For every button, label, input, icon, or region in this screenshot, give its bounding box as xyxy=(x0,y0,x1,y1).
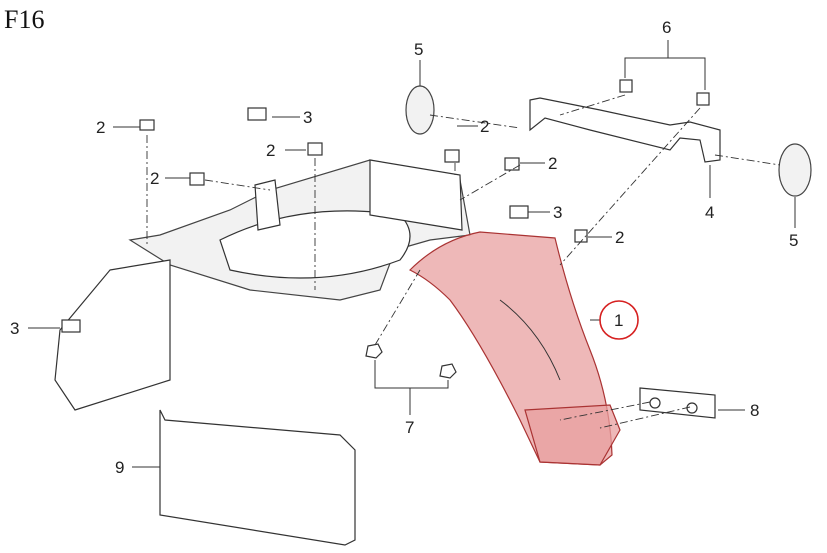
callout-8[interactable]: 8 xyxy=(750,401,759,420)
callout-1[interactable]: 1 xyxy=(614,311,623,330)
cap-part-5-left[interactable] xyxy=(405,85,435,135)
leader-lines xyxy=(28,40,796,468)
rear-fender-part-1[interactable] xyxy=(408,231,621,466)
callout-5[interactable]: 5 xyxy=(789,231,798,250)
callout-2[interactable]: 2 xyxy=(96,118,105,137)
callout-2[interactable]: 2 xyxy=(266,141,275,160)
callout-5[interactable]: 5 xyxy=(414,40,423,59)
callout-4[interactable]: 4 xyxy=(705,203,714,222)
rear-fender-body[interactable] xyxy=(54,159,471,411)
highlight-circle xyxy=(599,300,639,340)
callout-9[interactable]: 9 xyxy=(115,458,124,477)
assembly-lines xyxy=(146,94,781,429)
callout-labels: 5 6 2 3 2 2 2 2 3 2 4 5 1 3 7 8 9 xyxy=(10,18,798,477)
callout-3[interactable]: 3 xyxy=(553,203,562,222)
callout-3[interactable]: 3 xyxy=(303,108,312,127)
bracket-part-4[interactable] xyxy=(529,97,721,163)
callout-3[interactable]: 3 xyxy=(10,319,19,338)
callout-2[interactable]: 2 xyxy=(150,169,159,188)
callout-2[interactable]: 2 xyxy=(615,228,624,247)
callout-6[interactable]: 6 xyxy=(662,18,671,37)
fasteners xyxy=(61,79,710,379)
callout-2[interactable]: 2 xyxy=(548,154,557,173)
callout-2[interactable]: 2 xyxy=(480,117,489,136)
callout-7[interactable]: 7 xyxy=(405,418,414,437)
figure-title: F16 xyxy=(4,5,44,34)
mudflap-part-9[interactable] xyxy=(159,409,356,546)
cap-part-5-right[interactable] xyxy=(778,143,812,197)
